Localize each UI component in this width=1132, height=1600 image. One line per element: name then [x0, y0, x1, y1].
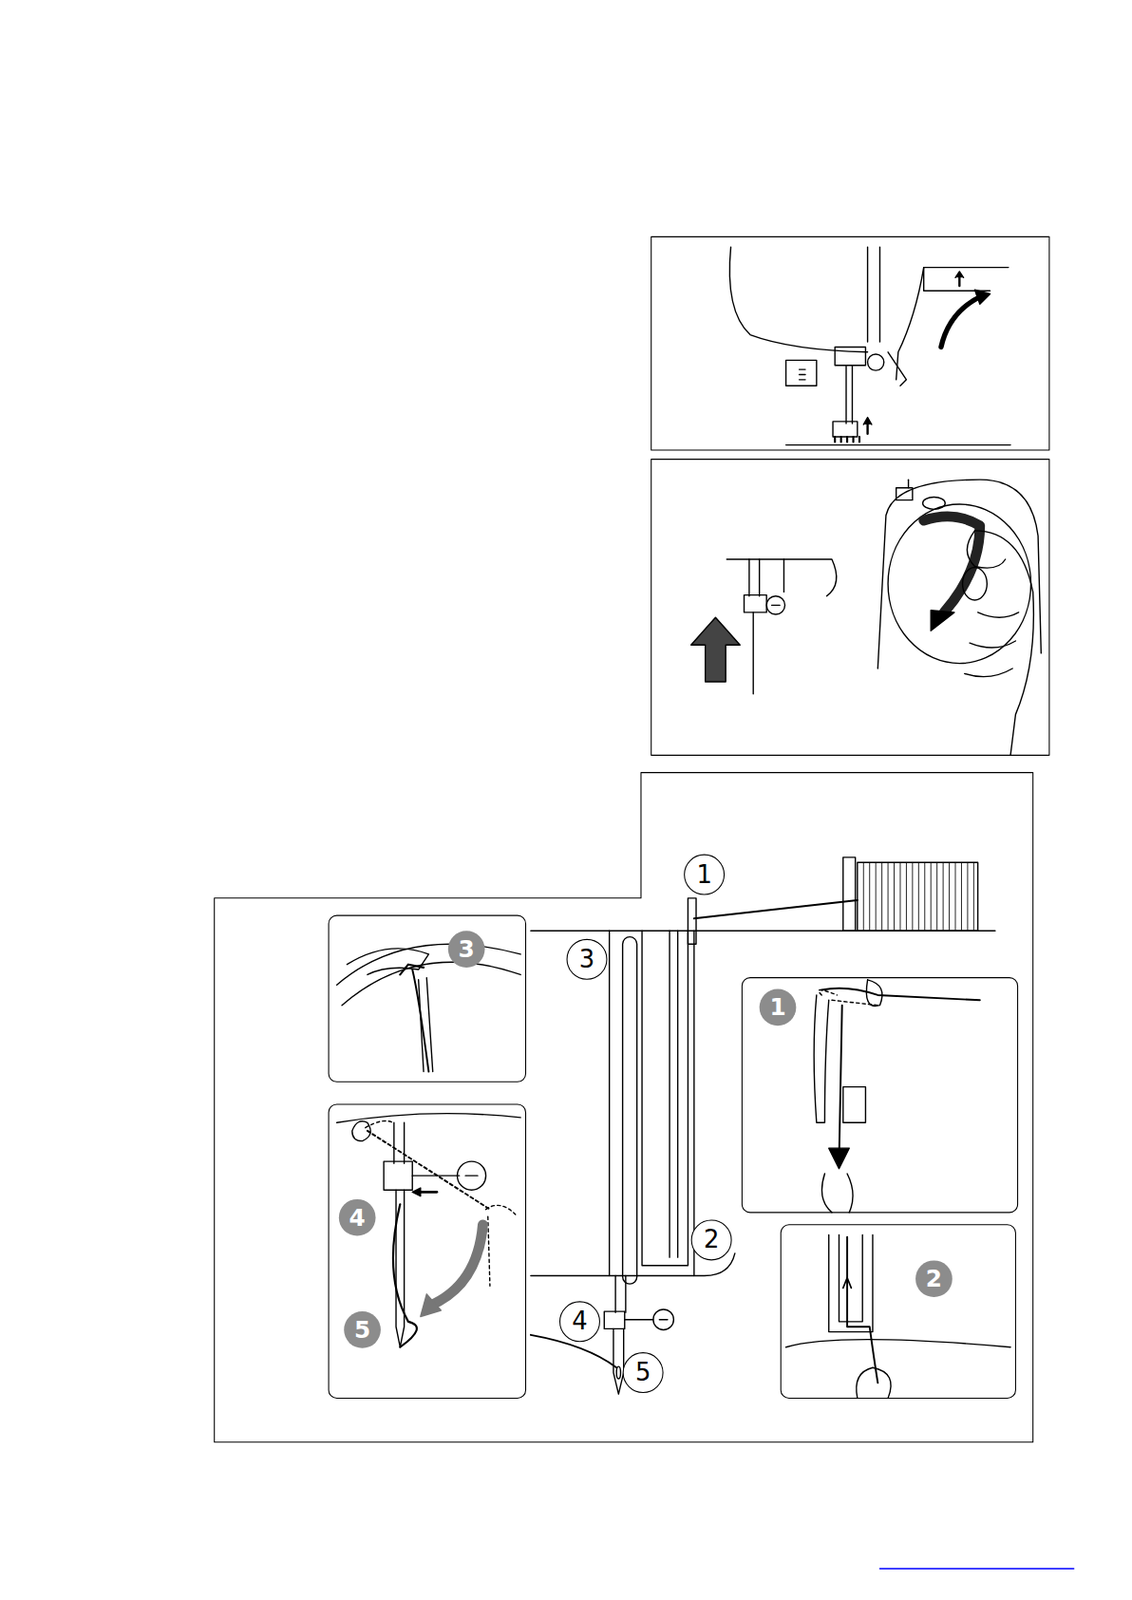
- callout-number: 1: [683, 854, 725, 896]
- callout-number: 4: [559, 1301, 601, 1342]
- callout-number: 1: [759, 988, 797, 1026]
- needle-threading-inset: [328, 1104, 526, 1399]
- callout-number: 4: [339, 1199, 377, 1237]
- callout-number: 3: [566, 939, 608, 981]
- callout-number: 3: [448, 930, 486, 968]
- take-up-lever-inset: [328, 915, 526, 1082]
- link-underline: [879, 1567, 1074, 1570]
- thread-guide-inset: [741, 978, 1018, 1213]
- handwheel-panel: [651, 459, 1050, 756]
- presser-foot-panel: [651, 236, 1050, 451]
- threading-panel: [214, 773, 1034, 1443]
- callout-number: 5: [622, 1352, 664, 1394]
- callout-number: 5: [343, 1311, 381, 1349]
- callout-number: 2: [915, 1260, 953, 1298]
- tension-channel-inset: [780, 1225, 1016, 1399]
- callout-number: 2: [691, 1219, 733, 1261]
